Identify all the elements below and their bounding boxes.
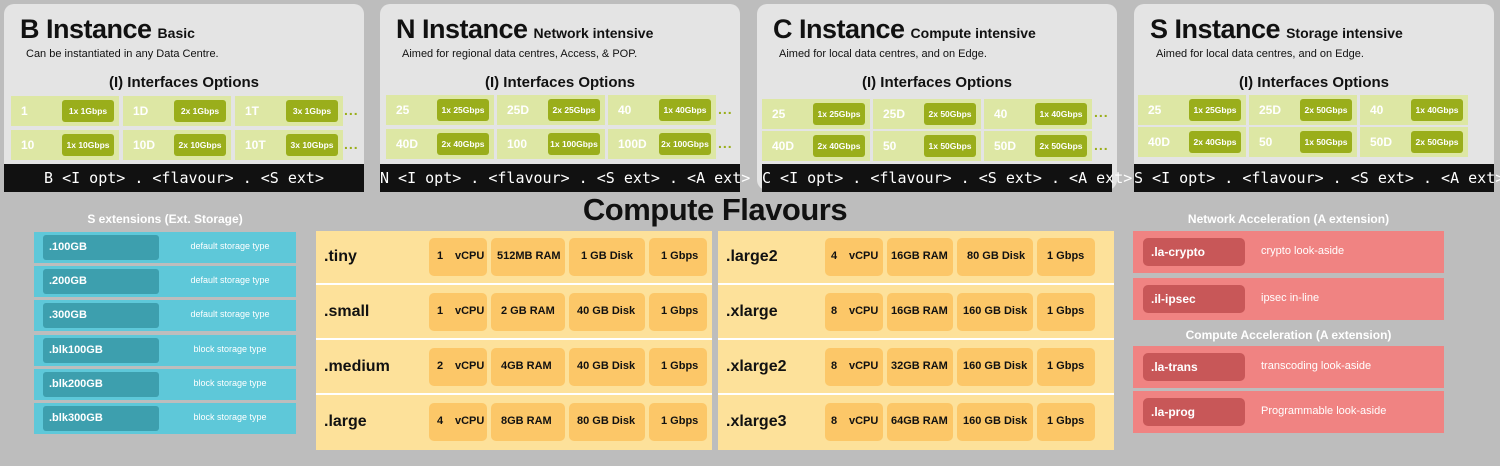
more-options-dots: ... [1094, 104, 1109, 120]
interfaces-heading: (I) Interfaces Options [484, 74, 636, 91]
more-options-dots: ... [718, 101, 733, 117]
interfaces-heading: (I) Interfaces Options [861, 74, 1013, 91]
compute-acceleration-title: Compute Acceleration (A extension) [1185, 328, 1392, 342]
naming-format-bar: C <I opt> . <flavour> . <S ext> . <A ext… [762, 164, 1132, 192]
more-options-dots: ... [718, 135, 733, 151]
storage-extensions-title: S extensions (Ext. Storage) [87, 212, 243, 226]
naming-format-bar: B <I opt> . <flavour> . <S ext> [4, 164, 364, 192]
more-options-dots: ... [344, 102, 359, 118]
naming-format-bar: N <I opt> . <flavour> . <S ext> . <A ext… [380, 164, 750, 192]
instance-description: Aimed for local data centres, and on Edg… [1156, 48, 1364, 60]
naming-format-bar: S <I opt> . <flavour> . <S ext> . <A ext… [1134, 164, 1500, 192]
instance-subtitle: Storage intensive [1286, 25, 1403, 41]
instance-description: Can be instantiated in any Data Centre. [26, 48, 219, 60]
instance-subtitle: Network intensive [533, 25, 654, 41]
interfaces-heading: (I) Interfaces Options [108, 74, 260, 91]
instance-subtitle: Compute intensive [910, 25, 1036, 41]
more-options-dots: ... [1094, 137, 1109, 153]
network-acceleration-title: Network Acceleration (A extension) [1187, 212, 1390, 226]
compute-flavours-title: Compute Flavours [582, 192, 848, 227]
instance-description: Aimed for regional data centres, Access,… [402, 48, 638, 60]
interfaces-heading: (I) Interfaces Options [1238, 74, 1390, 91]
instance-subtitle: Basic [157, 25, 195, 41]
more-options-dots: ... [344, 136, 359, 152]
instance-description: Aimed for local data centres, and on Edg… [779, 48, 987, 60]
